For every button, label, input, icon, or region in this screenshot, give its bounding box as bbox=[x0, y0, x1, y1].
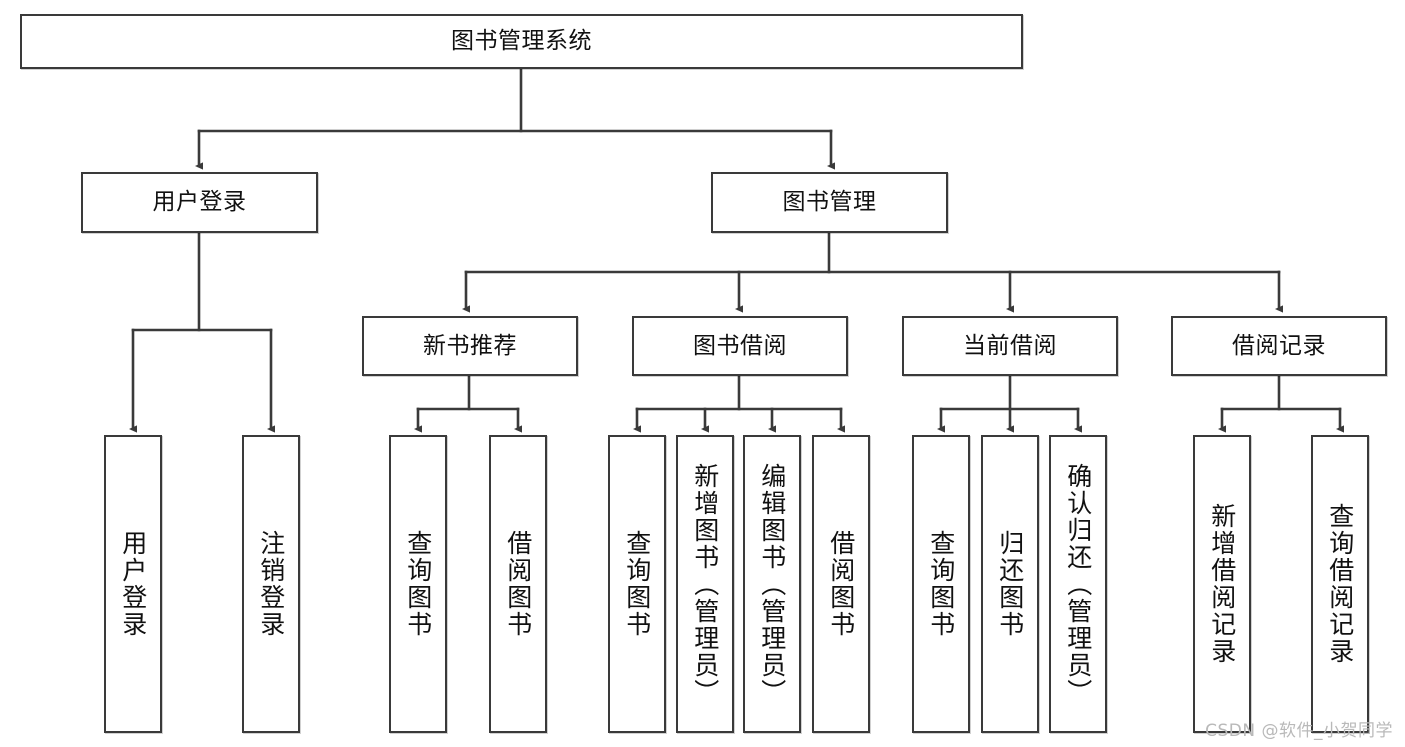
node-leaf-query-book-3[interactable]: 查询图书 bbox=[912, 435, 970, 733]
node-leaf-borrow-book-2[interactable]: 借阅图书 bbox=[812, 435, 870, 733]
node-book-manage[interactable]: 图书管理 bbox=[711, 172, 948, 233]
node-leaf-borrow-book-1-label: 借阅图书 bbox=[503, 530, 533, 638]
node-leaf-edit-book[interactable]: 编辑图书（管理员） bbox=[743, 435, 801, 733]
node-leaf-add-record-label: 新增借阅记录 bbox=[1207, 503, 1237, 665]
node-book-manage-label: 图书管理 bbox=[782, 189, 877, 216]
node-leaf-query-record-label: 查询借阅记录 bbox=[1325, 503, 1355, 665]
node-leaf-edit-book-label: 编辑图书（管理员） bbox=[757, 462, 787, 706]
node-leaf-query-book-1-label: 查询图书 bbox=[403, 530, 433, 638]
node-leaf-query-book-3-label: 查询图书 bbox=[926, 530, 956, 638]
node-book-borrow[interactable]: 图书借阅 bbox=[632, 316, 848, 376]
node-leaf-user-logout-label: 注销登录 bbox=[256, 530, 286, 638]
node-leaf-query-book-1[interactable]: 查询图书 bbox=[389, 435, 447, 733]
node-book-borrow-label: 图书借阅 bbox=[693, 332, 787, 359]
node-user-login[interactable]: 用户登录 bbox=[81, 172, 318, 233]
node-leaf-query-record[interactable]: 查询借阅记录 bbox=[1311, 435, 1369, 733]
node-leaf-user-login-label: 用户登录 bbox=[118, 530, 148, 638]
node-leaf-return-book[interactable]: 归还图书 bbox=[981, 435, 1039, 733]
node-leaf-query-book-2-label: 查询图书 bbox=[622, 530, 652, 638]
node-current-borrow[interactable]: 当前借阅 bbox=[902, 316, 1118, 376]
node-root[interactable]: 图书管理系统 bbox=[20, 14, 1023, 69]
node-leaf-add-record[interactable]: 新增借阅记录 bbox=[1193, 435, 1251, 733]
node-current-borrow-label: 当前借阅 bbox=[963, 332, 1057, 359]
node-borrow-record-label: 借阅记录 bbox=[1232, 332, 1326, 359]
node-leaf-confirm-return-label: 确认归还（管理员） bbox=[1063, 462, 1093, 706]
watermark-text: CSDN @软件_小贺同学 bbox=[1205, 721, 1393, 741]
node-new-book-rec-label: 新书推荐 bbox=[423, 332, 517, 359]
node-leaf-confirm-return[interactable]: 确认归还（管理员） bbox=[1049, 435, 1107, 733]
node-new-book-rec[interactable]: 新书推荐 bbox=[362, 316, 578, 376]
node-borrow-record[interactable]: 借阅记录 bbox=[1171, 316, 1387, 376]
node-leaf-borrow-book-2-label: 借阅图书 bbox=[826, 530, 856, 638]
node-leaf-query-book-2[interactable]: 查询图书 bbox=[608, 435, 666, 733]
node-leaf-user-logout[interactable]: 注销登录 bbox=[242, 435, 300, 733]
node-leaf-add-book[interactable]: 新增图书（管理员） bbox=[676, 435, 734, 733]
node-user-login-label: 用户登录 bbox=[152, 189, 247, 216]
node-root-label: 图书管理系统 bbox=[451, 28, 592, 55]
node-leaf-user-login[interactable]: 用户登录 bbox=[104, 435, 162, 733]
node-leaf-borrow-book-1[interactable]: 借阅图书 bbox=[489, 435, 547, 733]
node-leaf-add-book-label: 新增图书（管理员） bbox=[690, 462, 720, 706]
node-leaf-return-book-label: 归还图书 bbox=[995, 530, 1025, 638]
